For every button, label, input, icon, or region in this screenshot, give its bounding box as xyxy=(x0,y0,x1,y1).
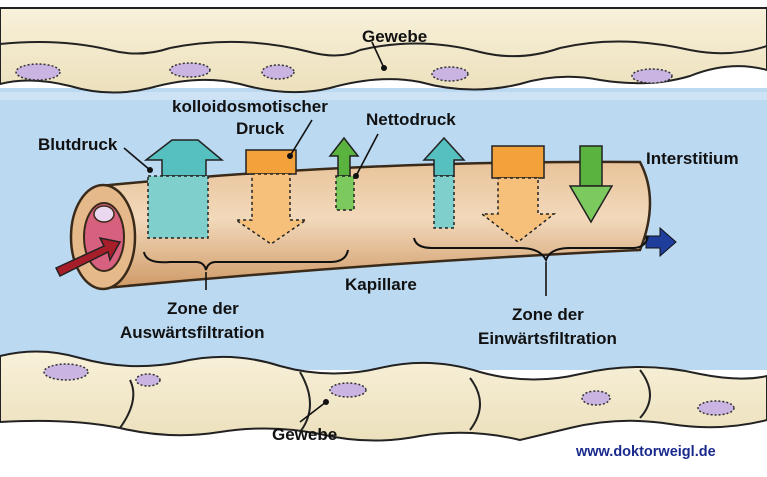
leader-gewebe-top xyxy=(371,41,385,69)
colloid-pressure-arrow-head xyxy=(491,145,545,179)
label-kapillare: Kapillare xyxy=(345,275,417,294)
blood-pressure-arrow-up xyxy=(422,136,466,177)
net-pressure-arrow-down xyxy=(568,185,614,224)
nucleus xyxy=(581,390,611,406)
blood-pressure-arrow-shaft xyxy=(433,175,455,229)
leader-dot xyxy=(353,173,359,179)
leader-dot xyxy=(287,153,293,159)
nucleus xyxy=(697,400,735,416)
leader-lines xyxy=(123,41,547,423)
nucleus xyxy=(135,373,161,387)
label-druck: Druck xyxy=(236,119,285,138)
outward-zone-bracket xyxy=(143,249,349,271)
leader-kolloid xyxy=(289,119,313,157)
colloid-pressure-arrow-down xyxy=(479,177,557,243)
nucleus xyxy=(261,64,295,80)
net-pressure-arrow-up xyxy=(328,136,360,177)
blood-inflow-arrow xyxy=(54,236,122,278)
nucleus xyxy=(329,382,367,398)
inward-zone-arrows xyxy=(422,136,614,243)
blood-flow-arrow xyxy=(645,226,677,258)
blood-pressure-arrow-shaft xyxy=(147,175,209,239)
nuclei-bottom xyxy=(43,363,735,416)
leader-dot xyxy=(323,399,329,405)
nucleus xyxy=(15,63,61,81)
tissue-cell xyxy=(0,350,767,442)
cell-boundary xyxy=(559,40,767,55)
label-gewebe-top: Gewebe xyxy=(362,27,427,46)
leader-dot xyxy=(381,65,387,71)
colloid-pressure-arrow-down xyxy=(233,173,309,245)
leader-blutdruck xyxy=(123,147,151,171)
leader-nettodruck xyxy=(355,133,379,177)
label-zone-ein-line2: Einwärtsfiltration xyxy=(478,329,617,348)
cell-boundary xyxy=(0,41,171,55)
cell-boundary xyxy=(119,379,135,429)
nucleus xyxy=(631,68,673,84)
nucleus xyxy=(169,62,211,78)
label-zone-aus-line2: Auswärtsfiltration xyxy=(120,323,265,342)
cell-boundary xyxy=(469,377,481,431)
label-kolloidosmotischer: kolloidosmotischer xyxy=(172,97,328,116)
nucleus xyxy=(43,363,89,381)
leader-dots xyxy=(147,65,387,405)
inward-zone-bracket xyxy=(413,235,649,263)
cell-boundary xyxy=(639,369,651,419)
cell-boundary xyxy=(169,40,361,57)
cell-boundary xyxy=(359,42,561,58)
leader-dot xyxy=(147,167,153,173)
label-interstitium: Interstitium xyxy=(646,149,739,168)
endothelial-nucleus xyxy=(93,205,115,223)
cell-boundary xyxy=(299,371,311,433)
watermark-url: www.doktorweigl.de xyxy=(575,444,716,460)
label-nettodruck: Nettodruck xyxy=(366,110,456,129)
interstitium-highlight xyxy=(0,92,767,100)
label-zone-aus-line1: Zone der xyxy=(167,299,239,318)
label-zone-ein-line1: Zone der xyxy=(512,305,584,324)
nuclei-top xyxy=(15,62,673,84)
net-pressure-arrow-shaft xyxy=(335,175,355,211)
outward-zone-arrows xyxy=(143,136,360,245)
leader-gewebe-bottom xyxy=(299,401,327,423)
label-gewebe-bottom: Gewebe xyxy=(272,425,337,444)
tissue-layer-bottom xyxy=(0,350,767,442)
label-blutdruck: Blutdruck xyxy=(38,135,118,154)
net-pressure-arrow-shaft xyxy=(579,145,603,187)
blood-pressure-arrow-up xyxy=(143,139,225,177)
nucleus xyxy=(431,66,469,82)
